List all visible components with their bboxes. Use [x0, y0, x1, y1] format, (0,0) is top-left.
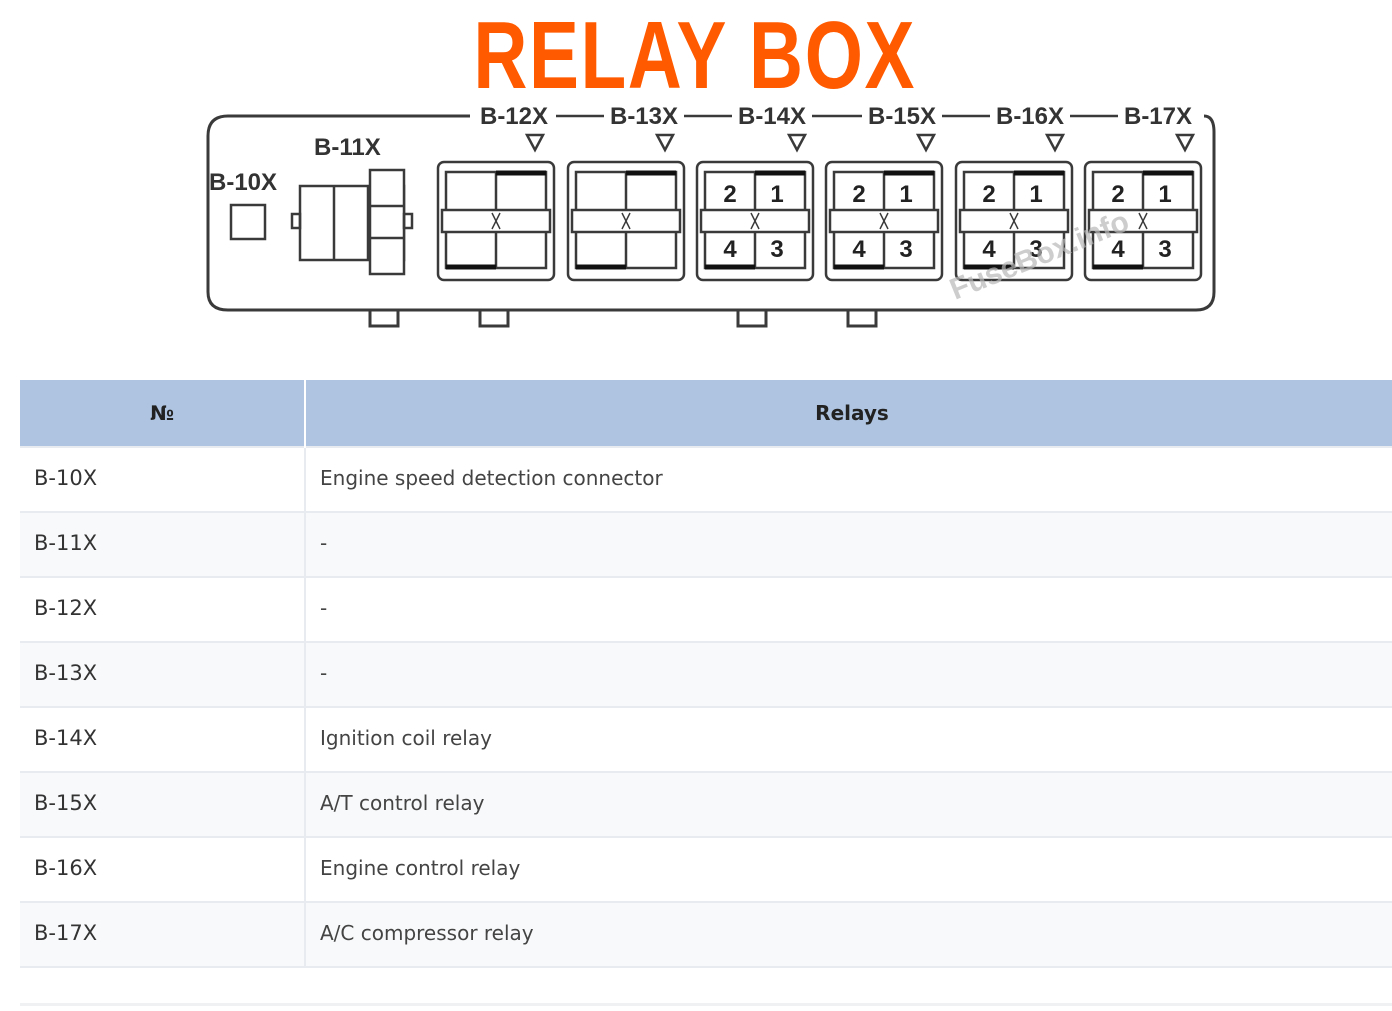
label-b15x: B-15X — [868, 103, 936, 130]
relay-description: Ignition coil relay — [305, 706, 1392, 772]
pin-number: 1 — [899, 181, 912, 208]
pin-number: 4 — [982, 236, 996, 263]
pin-number: 3 — [899, 236, 912, 263]
arrow-down-icon — [915, 133, 937, 153]
box-outline — [206, 114, 1216, 312]
relay-socket: 2 1 4 3 — [695, 160, 815, 282]
table-row: B-13X- — [20, 641, 1392, 707]
label-b14x: B-14X — [738, 103, 806, 130]
b11x-connector — [290, 168, 414, 276]
relay-description: A/C compressor relay — [305, 901, 1392, 968]
relay-number: B-10X — [20, 446, 306, 512]
arrow-down-icon — [654, 133, 676, 153]
relay-box-diagram: B-10X B-11X B-12X B-13X B-14X B-15X B-16… — [206, 103, 1216, 328]
relay-number: B-11X — [20, 511, 306, 577]
relay-description: Engine control relay — [305, 836, 1392, 902]
relay-description: A/T control relay — [305, 771, 1392, 837]
arrow-down-icon — [524, 133, 546, 153]
pin-number: 3 — [1158, 236, 1171, 263]
divider — [20, 1003, 1392, 1006]
table-row: B-11X- — [20, 511, 1392, 577]
relay-number: B-12X — [20, 576, 306, 642]
pin-number: 4 — [723, 236, 737, 263]
relay-socket — [436, 160, 556, 282]
pin-number: 3 — [1029, 236, 1042, 263]
pin-number: 1 — [1158, 181, 1171, 208]
relay-number: B-13X — [20, 641, 306, 707]
column-header-relays: Relays — [305, 380, 1392, 447]
relay-description: - — [305, 641, 1392, 707]
relay-number: B-14X — [20, 706, 306, 772]
label-b12x: B-12X — [480, 103, 548, 130]
column-header-number: № — [20, 380, 306, 447]
pin-number: 2 — [1111, 181, 1124, 208]
pin-number: 2 — [852, 181, 865, 208]
relay-number: B-15X — [20, 771, 306, 837]
label-b16x: B-16X — [996, 103, 1064, 130]
page-title: RELAY BOX — [473, 2, 917, 109]
pin-number: 1 — [770, 181, 783, 208]
relay-socket — [566, 160, 686, 282]
relay-description: - — [305, 576, 1392, 642]
pin-number: 4 — [852, 236, 866, 263]
table-header-row: № Relays — [20, 380, 1392, 447]
pin-number: 3 — [770, 236, 783, 263]
pin-number: 2 — [982, 181, 995, 208]
table-row: B-12X- — [20, 576, 1392, 642]
arrow-down-icon — [1044, 133, 1066, 153]
label-b11x: B-11X — [314, 134, 381, 161]
relay-description: Engine speed detection connector — [305, 446, 1392, 512]
label-b10x: B-10X — [209, 169, 277, 196]
arrow-down-icon — [1174, 133, 1196, 153]
relay-socket: 2 1 4 3 — [1083, 160, 1203, 282]
label-b17x: B-17X — [1124, 103, 1192, 130]
label-b13x: B-13X — [610, 103, 678, 130]
arrow-down-icon — [786, 133, 808, 153]
relay-description: - — [305, 511, 1392, 577]
pin-number: 2 — [723, 181, 736, 208]
relay-socket: 2 1 4 3 — [954, 160, 1074, 282]
pin-number: 4 — [1111, 236, 1125, 263]
b10x-connector — [229, 203, 267, 241]
relay-number: B-16X — [20, 836, 306, 902]
relay-socket: 2 1 4 3 — [824, 160, 944, 282]
pin-number: 1 — [1029, 181, 1042, 208]
relay-number: B-17X — [20, 901, 306, 968]
